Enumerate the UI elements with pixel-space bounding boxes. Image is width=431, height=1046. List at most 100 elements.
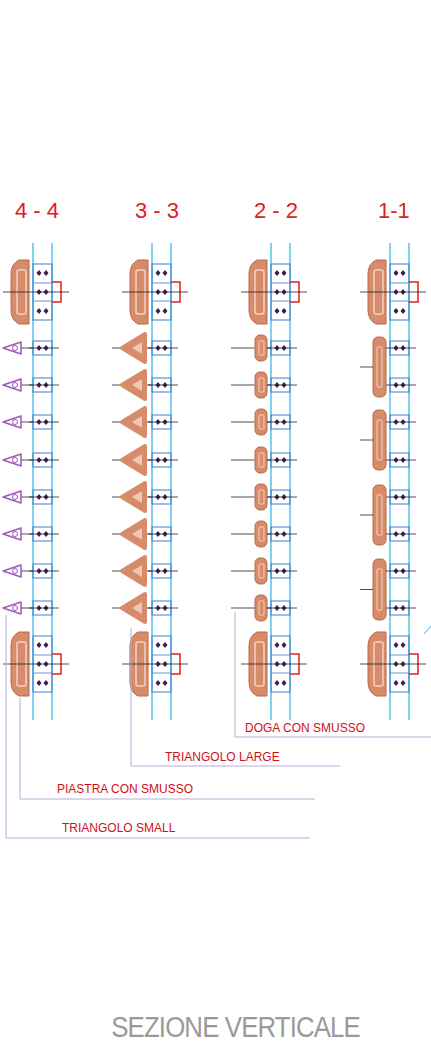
axis-line [386, 571, 416, 572]
bolt-mark [44, 308, 49, 314]
bolt-mark [394, 642, 399, 648]
bolt-mark [282, 270, 287, 276]
axis-line [267, 385, 297, 386]
bolt-mark [394, 680, 399, 686]
axis-line [3, 664, 69, 665]
axis-line [267, 608, 297, 609]
axis-line [29, 608, 59, 609]
bolt-mark [401, 308, 406, 314]
axis-line [148, 497, 178, 498]
bolt-mark [156, 270, 161, 276]
axis-line [29, 460, 59, 461]
axis-line [386, 608, 416, 609]
triangle-inner [132, 528, 142, 540]
axis-line [267, 534, 297, 535]
chamfer-slat [255, 521, 267, 547]
large-triangle [122, 483, 145, 511]
axis-line [29, 348, 59, 349]
chamfer-slat [255, 558, 267, 584]
triangle-inner [132, 416, 142, 428]
bolt-mark [275, 642, 280, 648]
axis-line [386, 422, 416, 423]
axis-line [360, 292, 426, 293]
axis-line [122, 292, 188, 293]
bolt-mark [394, 270, 399, 276]
large-triangle [122, 371, 145, 399]
callout-label: DOGA CON SMUSSO [243, 722, 367, 734]
triangle-inner [132, 565, 142, 577]
large-triangle [122, 557, 145, 585]
bolt-mark [282, 680, 287, 686]
cladding-plate [373, 485, 386, 545]
caption: SEZIONE VERTICALE [111, 1012, 360, 1042]
bolt-mark [401, 680, 406, 686]
axis-line [386, 534, 416, 535]
bolt-mark [282, 642, 287, 648]
bolt-mark [282, 308, 287, 314]
cladding-plate [373, 410, 386, 470]
bolt-mark [44, 270, 49, 276]
bolt-mark [163, 680, 168, 686]
axis-line [360, 664, 426, 665]
callout-label: TRIANGOLO SMALL [60, 822, 177, 834]
chamfer-slat [255, 372, 267, 398]
callout-label: TRIANGOLO LARGE [163, 751, 282, 763]
large-triangle [122, 408, 145, 436]
axis-line [386, 460, 416, 461]
triangle-inner [132, 491, 142, 503]
bolt-mark [401, 270, 406, 276]
axis-line [29, 534, 59, 535]
callout-label: PIASTRA CON SMUSSO [55, 783, 195, 795]
triangle-inner [132, 342, 142, 354]
small-triangle [3, 342, 21, 354]
bolt-mark [156, 642, 161, 648]
bolt-mark [394, 308, 399, 314]
axis-line [122, 664, 188, 665]
small-triangle [3, 602, 21, 614]
bolt-mark [401, 642, 406, 648]
axis-line [148, 348, 178, 349]
cladding-plate [373, 337, 386, 397]
small-triangle [3, 416, 21, 428]
bolt-mark [275, 270, 280, 276]
bolt-mark [163, 270, 168, 276]
chamfer-slat [255, 595, 267, 621]
chamfer-slat [255, 409, 267, 435]
large-triangle [122, 594, 145, 622]
section-label: 1-1 [378, 200, 410, 222]
small-triangle [3, 528, 21, 540]
bolt-mark [37, 308, 42, 314]
bolt-mark [156, 680, 161, 686]
leader-line [20, 698, 315, 799]
chamfer-slat [255, 335, 267, 361]
bolt-mark [163, 308, 168, 314]
axis-line [386, 348, 416, 349]
large-triangle [122, 520, 145, 548]
triangle-inner [132, 454, 142, 466]
small-triangle [3, 565, 21, 577]
bolt-mark [44, 680, 49, 686]
axis-line [267, 497, 297, 498]
axis-line [29, 385, 59, 386]
axis-line [267, 571, 297, 572]
small-triangle [3, 491, 21, 503]
cladding-plate [373, 559, 386, 620]
large-triangle [122, 334, 145, 362]
bolt-mark [275, 308, 280, 314]
axis-line [386, 497, 416, 498]
axis-line [29, 497, 59, 498]
bolt-mark [275, 680, 280, 686]
bolt-mark [37, 642, 42, 648]
axis-line [3, 292, 69, 293]
axis-line [148, 460, 178, 461]
small-triangle [3, 454, 21, 466]
bolt-mark [37, 270, 42, 276]
bolt-mark [44, 642, 49, 648]
axis-line [241, 664, 307, 665]
axis-line [148, 571, 178, 572]
axis-line [148, 422, 178, 423]
axis-line [29, 571, 59, 572]
chamfer-slat [255, 447, 267, 473]
leader-line [235, 612, 431, 737]
bolt-mark [37, 680, 42, 686]
